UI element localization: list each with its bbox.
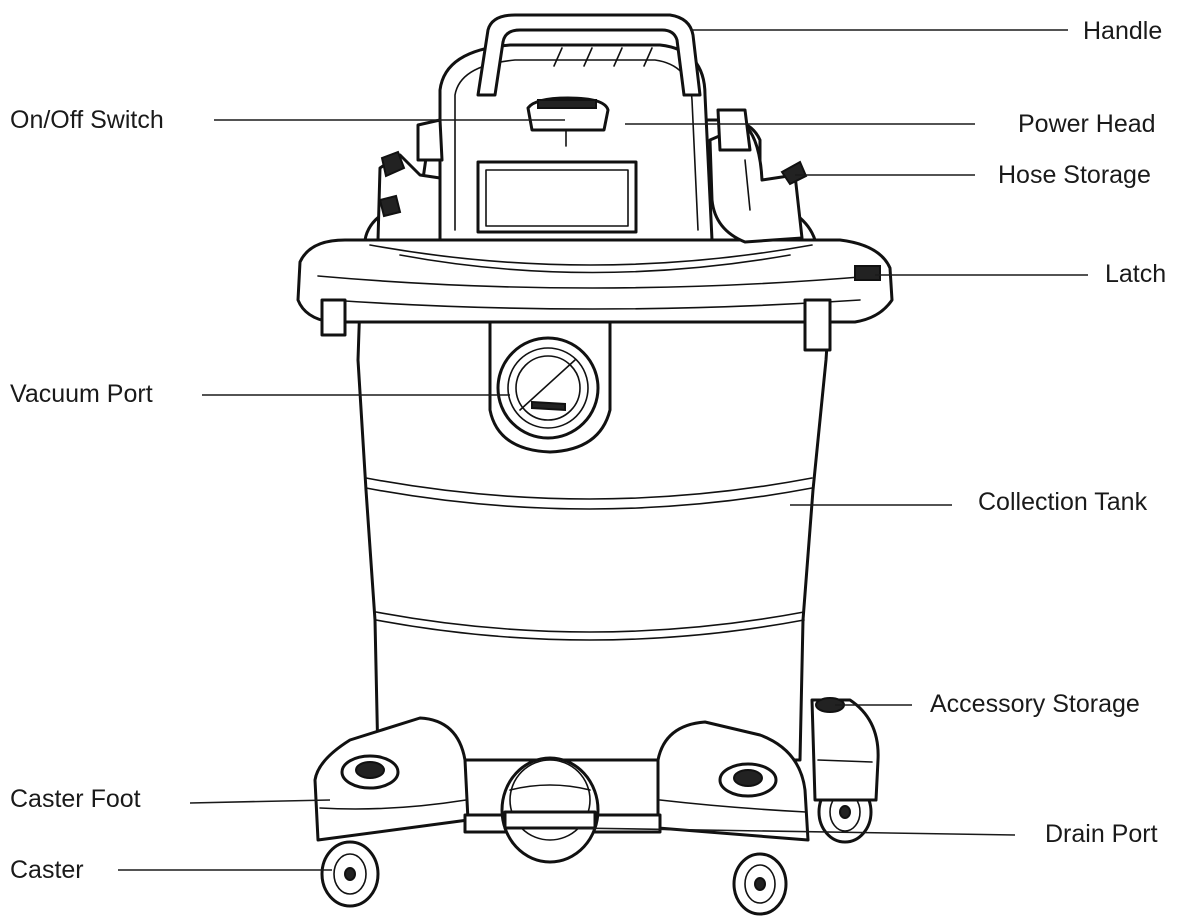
front-right-caster-wheel <box>732 852 788 916</box>
collection-tank-shape <box>356 298 832 762</box>
label-caster: Caster <box>10 856 84 884</box>
left-side-lug <box>416 118 444 162</box>
right-side-lug <box>716 108 752 152</box>
label-latch: Latch <box>1105 260 1167 288</box>
left-caster-foot-shape <box>313 716 470 842</box>
leader-line-drain-port <box>574 827 1016 836</box>
handle-shape <box>476 13 702 97</box>
label-drain-port: Drain Port <box>1045 820 1158 848</box>
accessory-storage-shape <box>810 697 880 802</box>
label-on-off-switch: On/Off Switch <box>10 106 164 134</box>
label-collection-tank: Collection Tank <box>978 488 1148 516</box>
front-left-caster-wheel <box>320 840 380 908</box>
power-head-shape <box>363 43 817 274</box>
right-caster-foot-shape <box>656 720 810 842</box>
label-power-head: Power Head <box>1018 110 1156 138</box>
drain-port-shape <box>500 756 600 864</box>
leader-lines <box>118 29 1088 871</box>
label-vacuum-port: Vacuum Port <box>10 380 153 408</box>
label-handle: Handle <box>1083 17 1163 45</box>
label-accessory-storage: Accessory Storage <box>930 690 1140 718</box>
label-caster-foot: Caster Foot <box>10 785 141 813</box>
hose-storage-shape <box>708 123 808 244</box>
label-hose-storage: Hose Storage <box>998 161 1151 189</box>
leader-line-caster-foot <box>189 799 331 804</box>
left-hose-clip-shape <box>376 150 442 242</box>
vacuum-port-shape <box>488 316 612 454</box>
lid-ring-shape <box>296 238 894 352</box>
